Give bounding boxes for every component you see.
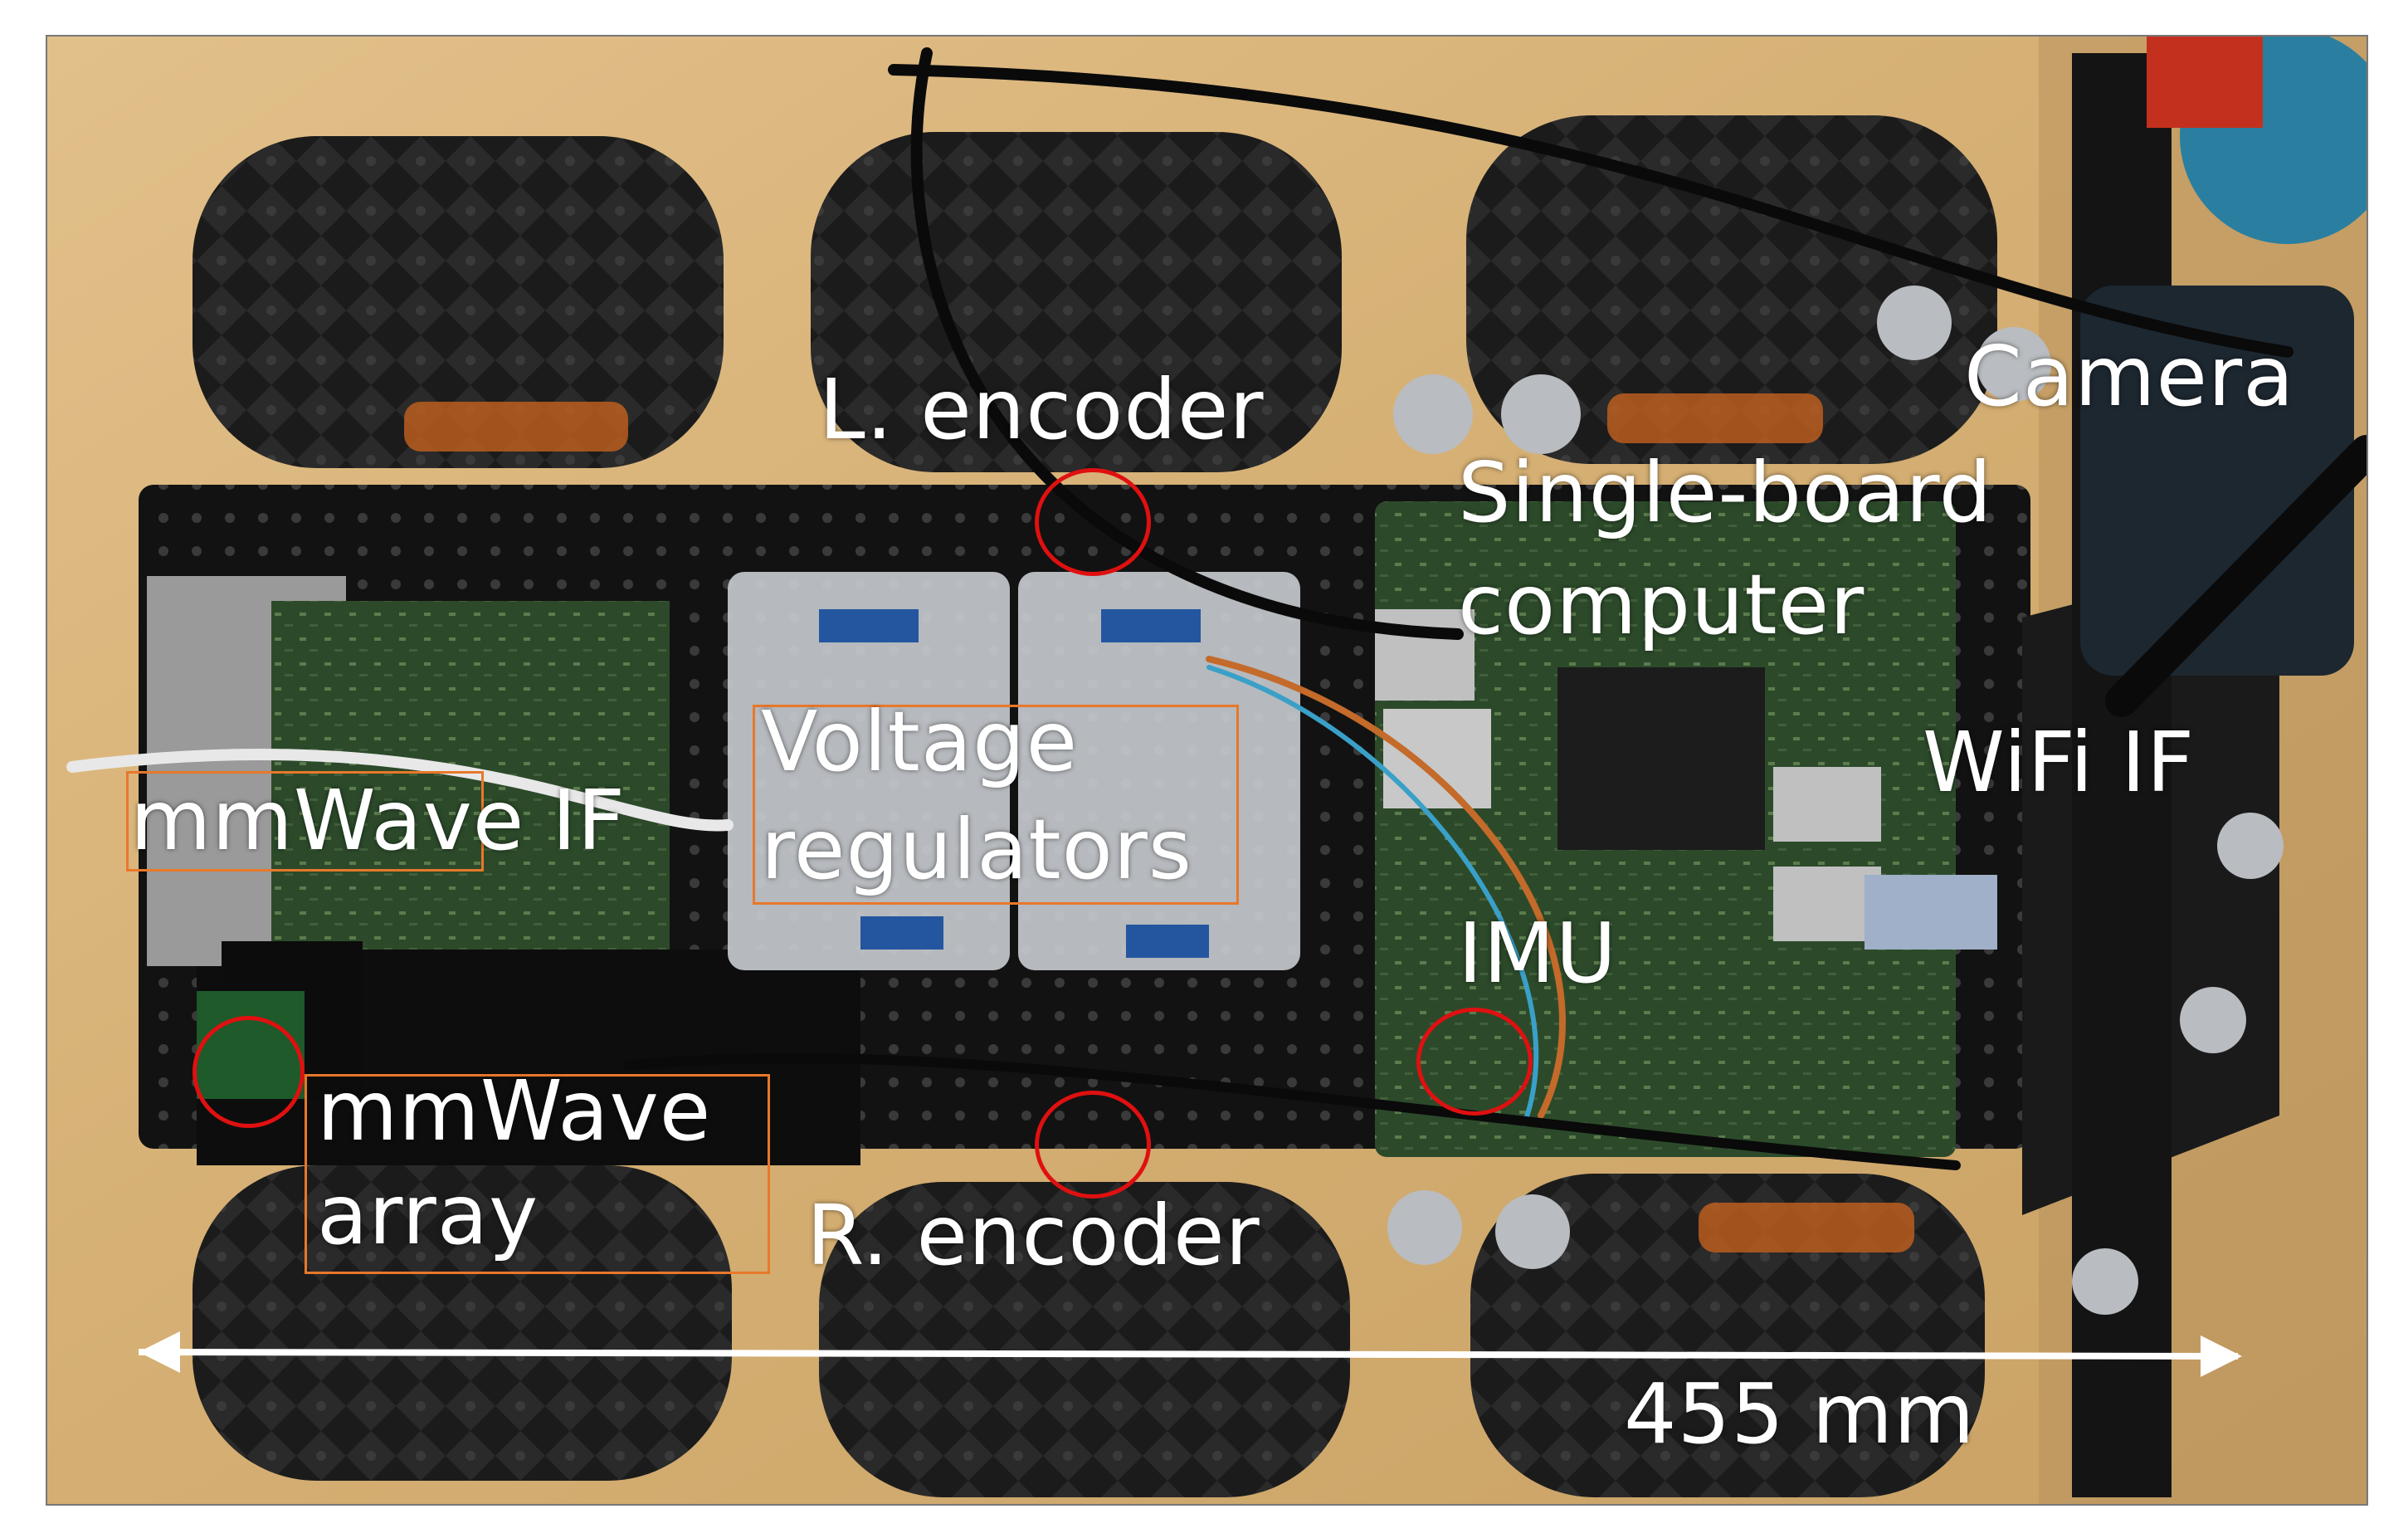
r-encoder-marker (1035, 1091, 1151, 1199)
mmwave-array-label-line1: mmWave (317, 1062, 712, 1160)
wifi-if-label: WiFi IF (1923, 714, 2196, 811)
ultrasonic-sensors (1387, 286, 2284, 1315)
dimension-arrow (138, 1331, 2242, 1377)
mmwave-if-box (126, 771, 484, 872)
wheel-bottom-right (1470, 1174, 1985, 1497)
l-encoder-label: L. encoder (819, 361, 1265, 458)
voltage-regulator-cases (728, 572, 1300, 970)
voltage-label-line1: Voltage (761, 693, 1079, 790)
camera-label: Camera (1964, 328, 2295, 425)
mmwave-if-label: mmWave IF (130, 772, 626, 869)
single-board-computer (1375, 501, 1997, 1157)
mmwave-array-box (305, 1074, 770, 1274)
mmwave-array-marker (193, 1016, 305, 1128)
dimension-label: 455 mm (1624, 1365, 1976, 1462)
robot-photo: L. encoder Camera Single-board computer … (46, 35, 2368, 1506)
voltage-regulators-box (753, 705, 1239, 905)
wheel-top-middle (811, 132, 1342, 472)
wheel-bottom-left (193, 1165, 732, 1481)
r-encoder-label: R. encoder (807, 1187, 1260, 1284)
sbc-label-line2: computer (1458, 556, 1865, 653)
sbc-label-line1: Single-board (1458, 444, 1993, 541)
wheel-top-left (193, 136, 724, 468)
voltage-label-line2: regulators (761, 801, 1192, 898)
camera-module (2080, 37, 2367, 676)
robot-rover-illustration (47, 37, 2367, 1504)
imu-marker (1416, 1008, 1533, 1116)
imu-label: IMU (1458, 905, 1617, 1002)
wheel-top-right (1466, 115, 1997, 464)
wheel-bottom-middle (819, 1182, 1350, 1497)
l-encoder-marker (1035, 468, 1151, 576)
cables (66, 47, 2367, 1170)
mmwave-array-label-line2: array (317, 1166, 539, 1263)
